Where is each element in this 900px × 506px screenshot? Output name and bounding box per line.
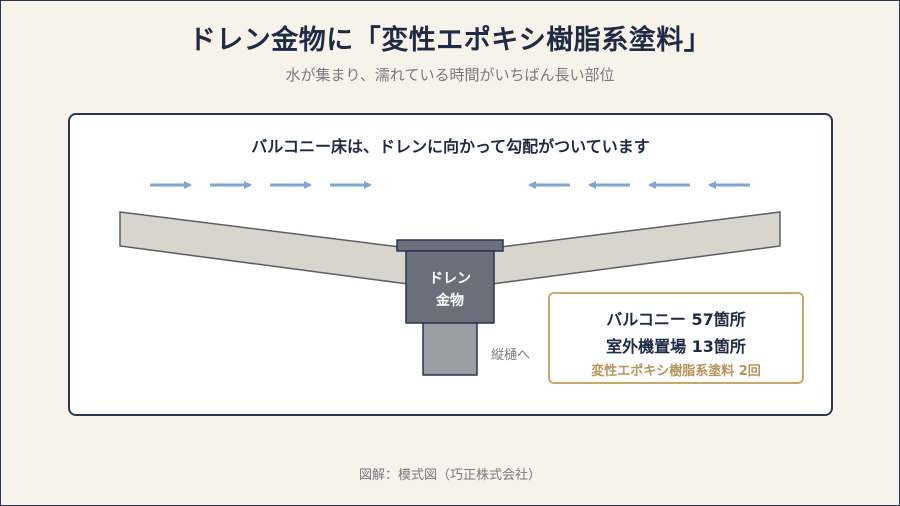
floor-slab-left — [119, 211, 409, 285]
page-title: ドレン金物に「変性エポキシ樹脂系塗料」 — [188, 25, 712, 56]
downpipe — [422, 322, 478, 376]
info-balcony-count: バルコニー 57箇所 — [606, 310, 746, 329]
drain-body — [405, 250, 495, 324]
info-coating-spec: 変性エポキシ樹脂系塗料 2回 — [591, 364, 761, 379]
info-outdoor-unit-count: 室外機置場 13箇所 — [606, 337, 746, 356]
page-subtitle: 水が集まり、濡れている時間がいちばん長い部位 — [285, 66, 615, 84]
info-box: バルコニー 57箇所 室外機置場 13箇所 変性エポキシ樹脂系塗料 2回 — [548, 292, 804, 384]
figure-caption: 図解：模式図（巧正株式会社） — [358, 468, 541, 483]
diagram-heading: バルコニー床は、ドレンに向かって勾配がついています — [251, 137, 650, 156]
downpipe-label: 縦樋へ — [491, 348, 531, 363]
drain-cap — [396, 239, 504, 252]
floor-slab-right — [491, 211, 781, 285]
drain-label-line2: 金物 — [436, 293, 464, 309]
drain-label-line1: ドレン — [429, 271, 471, 287]
drain-label: ドレン 金物 — [406, 268, 494, 312]
